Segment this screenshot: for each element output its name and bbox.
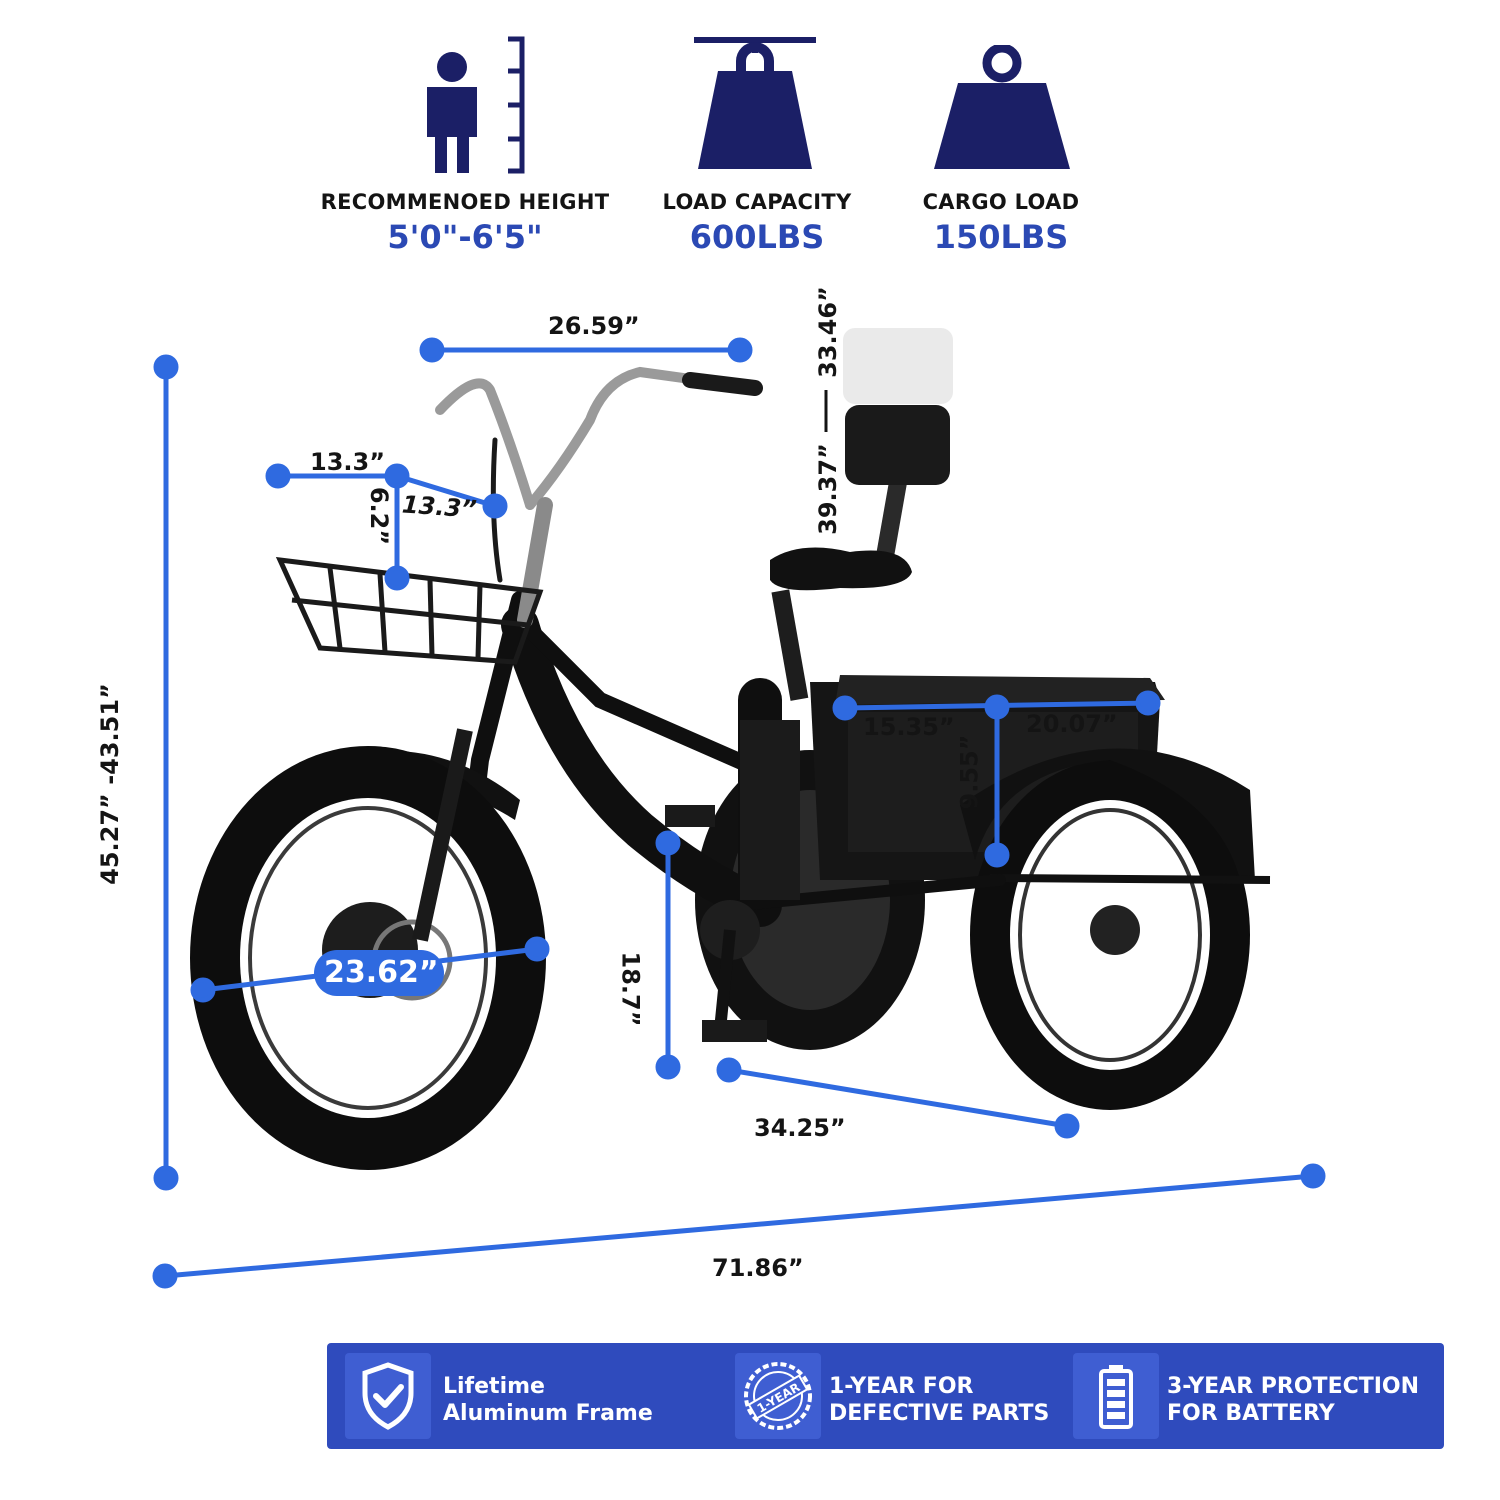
dimension-handlebar-width: 26.59” <box>548 312 640 340</box>
banner-parts-line1: 1-YEAR FOR <box>829 1374 974 1399</box>
dimension-step-height-line <box>655 830 681 1080</box>
banner-item-parts: 1-YEAR 1-YEAR FOR DEFECTIVE PARTS <box>735 1353 1055 1439</box>
banner-item-frame: Lifetime Aluminum Frame <box>345 1353 685 1439</box>
dimension-cargo-length: 15.35” <box>863 713 955 741</box>
banner-item-battery: 3-YEAR PROTECTION FOR BATTERY <box>1073 1353 1433 1439</box>
spec-cargo-load-value: 150LBS <box>933 218 1069 256</box>
pedals <box>665 805 767 1042</box>
dimension-cargo-line <box>832 690 1161 868</box>
banner-frame-line1: Lifetime <box>443 1374 545 1399</box>
spec-height: RECOMMENOED HEIGHT 5'0"-6'5" <box>305 190 625 256</box>
spec-cargo-load: CARGO LOAD 150LBS <box>841 190 1161 256</box>
dimension-rear-track: 34.25” <box>754 1114 846 1142</box>
wheel-diameter-pill <box>314 950 444 996</box>
dimension-seat-height-max: 33.46” <box>813 286 842 378</box>
dimension-stem-offset: 13.3” <box>401 490 478 524</box>
spec-height-label: RECOMMENOED HEIGHT <box>320 190 610 214</box>
spec-height-value: 5'0"-6'5" <box>387 218 543 256</box>
battery-pack <box>740 720 800 900</box>
dimension-handlebar-width-line <box>419 337 753 363</box>
banner-battery-line1: 3-YEAR PROTECTION <box>1167 1374 1420 1399</box>
dimension-cargo-height: 9.55” <box>955 734 984 810</box>
dimension-seat-height-min: 39.37” <box>813 443 842 535</box>
dimension-overall-length: 71.86” <box>712 1254 804 1282</box>
front-basket <box>275 556 544 665</box>
tricycle-illustration <box>152 328 1326 1289</box>
dimension-basket-height: 6.2” <box>365 486 394 546</box>
rear-near-wheel <box>960 748 1271 1110</box>
spec-load-capacity: LOAD CAPACITY 600LBS <box>597 190 917 256</box>
shield-check-icon <box>345 1353 431 1439</box>
dimension-overall-height-line <box>153 354 179 1191</box>
dimension-stem-line <box>265 463 508 591</box>
dimension-step-height: 18.7” <box>616 951 645 1027</box>
handlebars <box>435 366 763 628</box>
warranty-banner: Lifetime Aluminum Frame 1-YEAR 1-YEAR FO… <box>327 1343 1444 1449</box>
person-height-icon <box>427 36 525 174</box>
banner-frame-line2: Aluminum Frame <box>443 1401 653 1426</box>
seat <box>770 328 953 701</box>
dimension-overall-length-line <box>152 1163 1326 1289</box>
cargo-weight-icon <box>934 45 1070 169</box>
dimension-rear-track-line <box>716 1057 1080 1139</box>
load-weight-icon <box>694 37 816 169</box>
dimension-wheel-diameter: 23.62” <box>324 955 439 990</box>
dimension-overall-height: 45.27” -43.51” <box>95 683 124 885</box>
spec-load-capacity-label: LOAD CAPACITY <box>662 190 852 214</box>
dimension-stem-reach: 13.3” <box>310 448 385 476</box>
spec-load-capacity-value: 600LBS <box>689 218 825 256</box>
banner-battery-line2: FOR BATTERY <box>1167 1401 1335 1426</box>
spec-cargo-load-label: CARGO LOAD <box>922 190 1080 214</box>
dimension-cargo-width: 20.07” <box>1026 710 1118 738</box>
battery-icon <box>1073 1353 1159 1439</box>
one-year-badge-icon: 1-YEAR <box>735 1353 821 1439</box>
banner-parts-line2: DEFECTIVE PARTS <box>829 1401 1050 1426</box>
